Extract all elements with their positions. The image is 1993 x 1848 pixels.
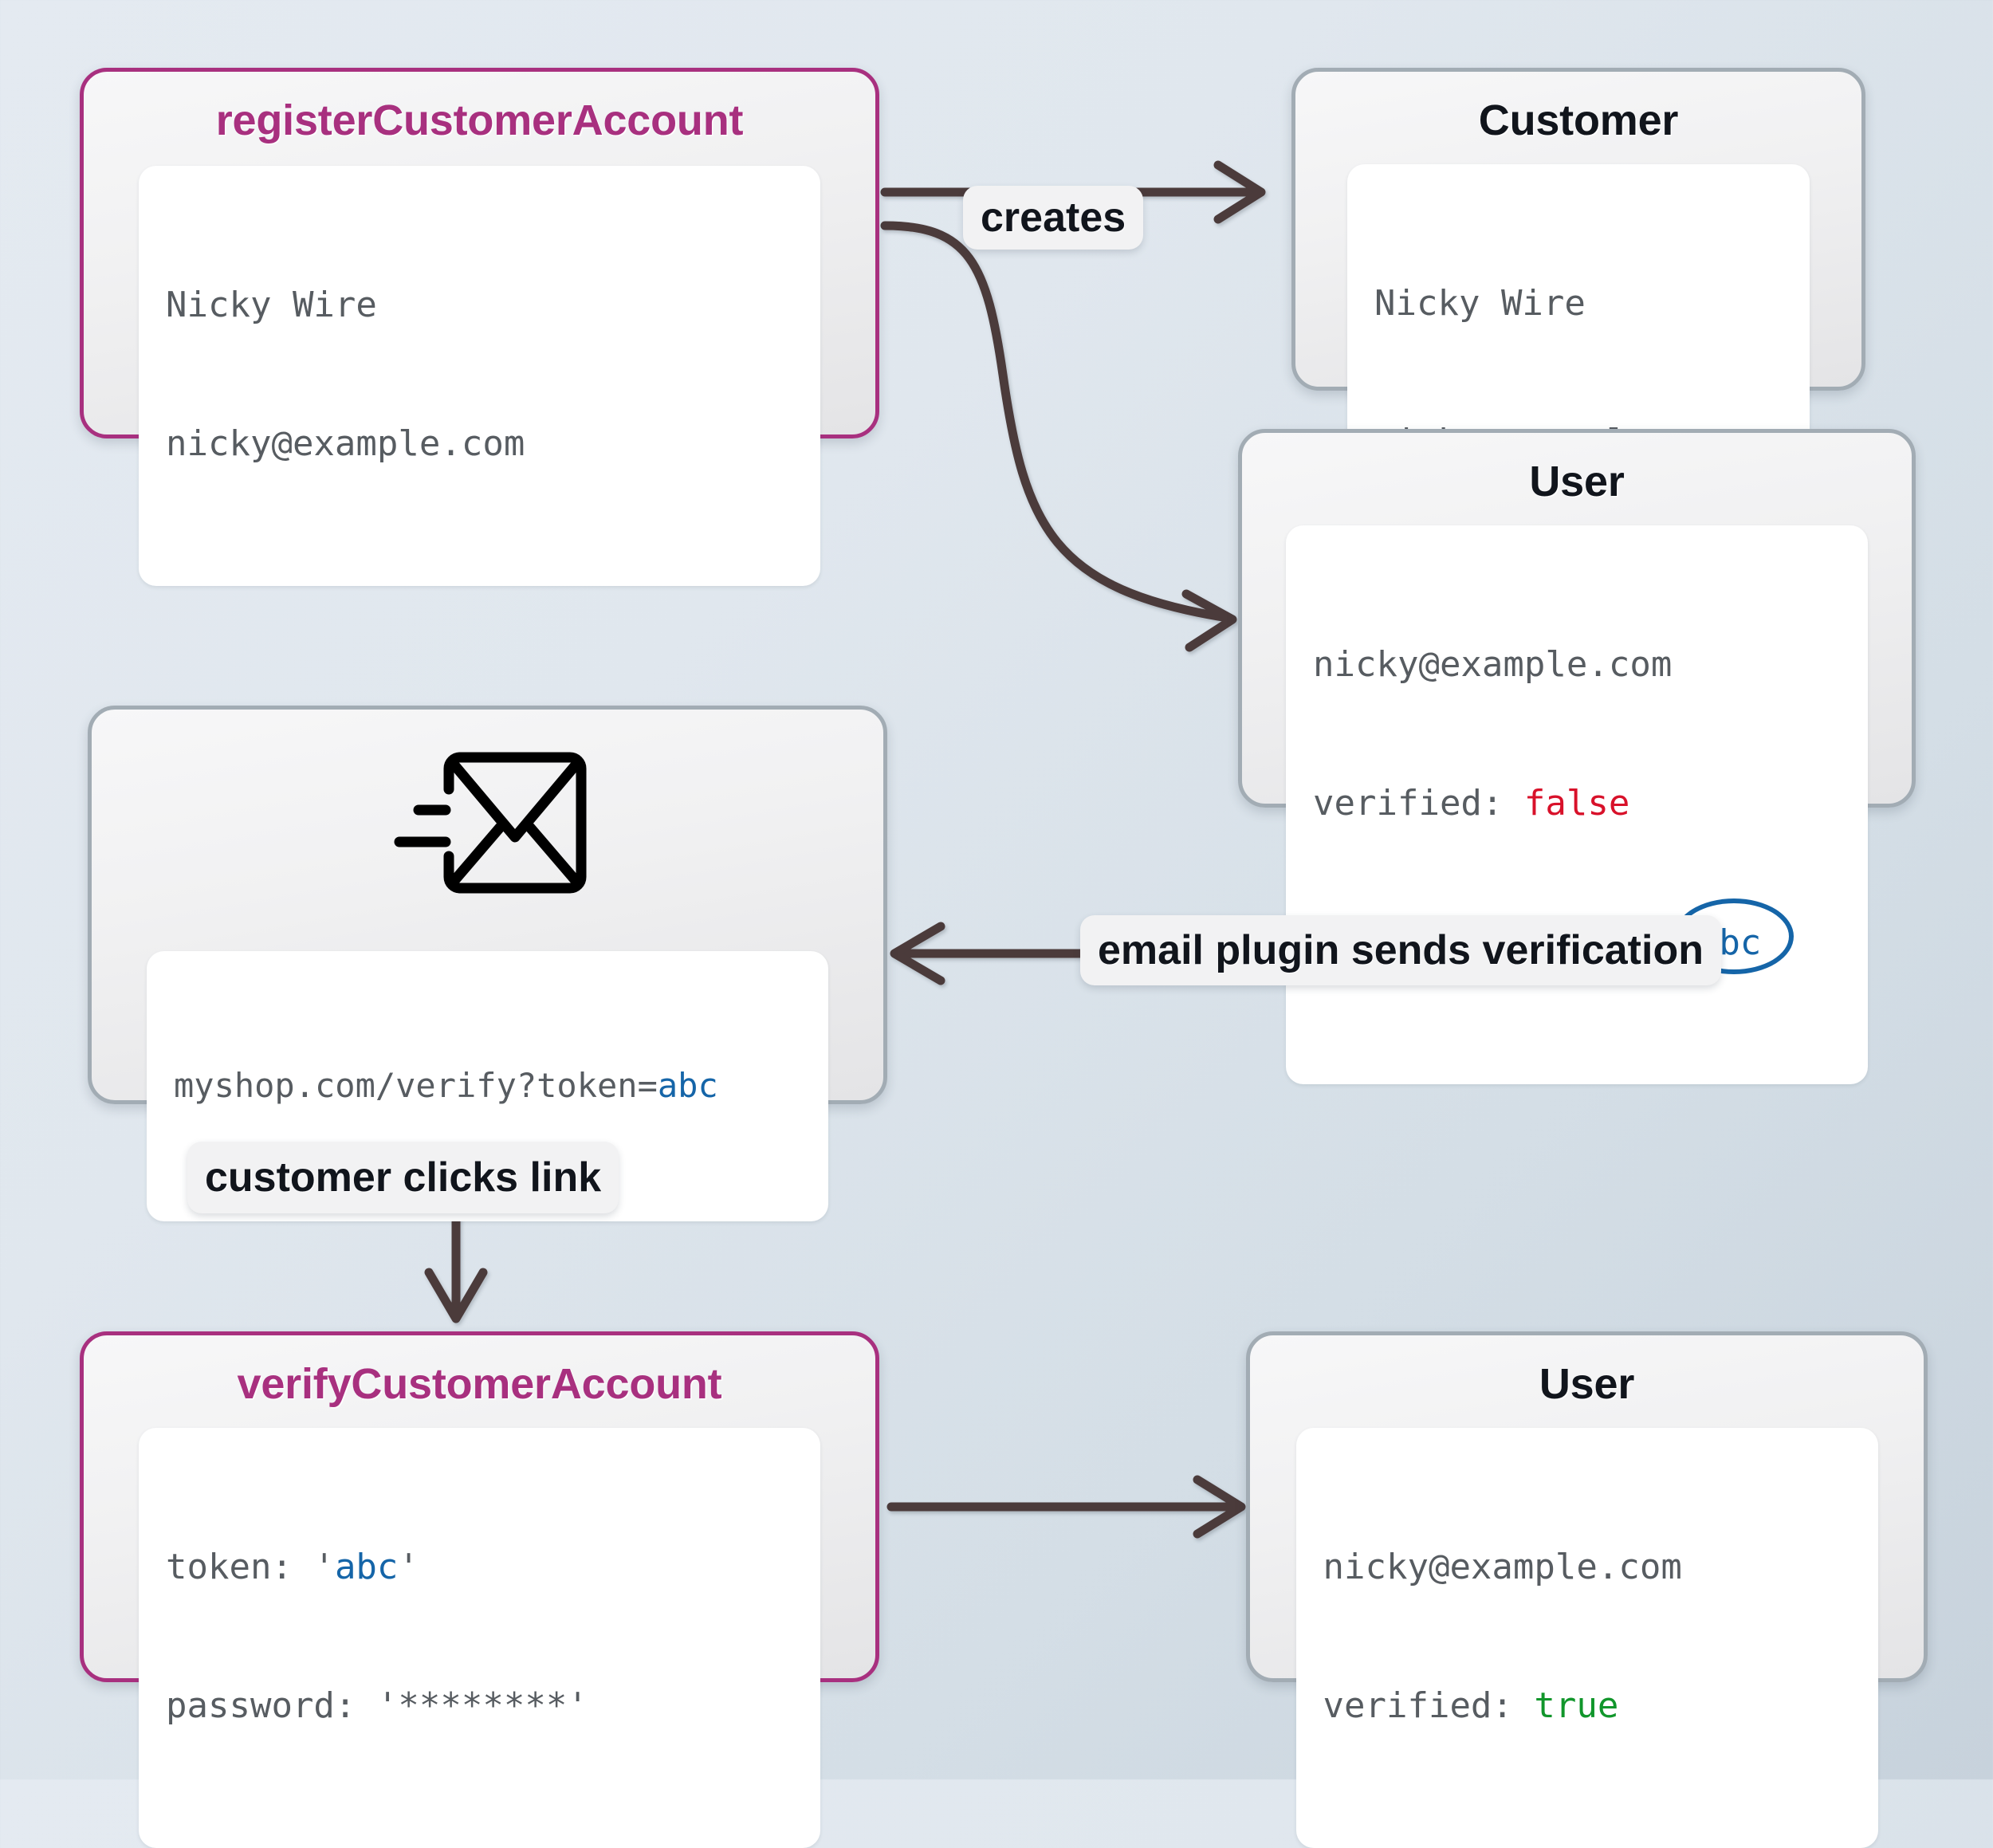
- node-register-customer-account[interactable]: registerCustomerAccount Nicky Wire nicky…: [80, 68, 879, 586]
- email-url-prefix: myshop.com/verify?token=: [174, 1065, 658, 1105]
- edge-label-customer-clicks-link: customer clicks link: [187, 1142, 619, 1213]
- node-title: User: [1539, 1360, 1635, 1408]
- user-line-email: nicky@example.com: [1313, 644, 1673, 686]
- customer-line-name: Nicky Wire: [1374, 283, 1586, 324]
- diagram-canvas: registerCustomerAccount Nicky Wire nicky…: [80, 68, 1928, 1848]
- quote-open: ': [313, 1547, 335, 1588]
- email-link-line: myshop.com/verify?token=abc: [174, 1064, 801, 1107]
- register-line-name: Nicky Wire: [166, 285, 377, 326]
- verify-token-key: token:: [166, 1547, 314, 1588]
- node-body: token: 'abc' password: '********': [139, 1428, 820, 1848]
- quote-close: ': [398, 1547, 419, 1588]
- node-title: registerCustomerAccount: [215, 96, 744, 144]
- node-user-verified[interactable]: User nicky@example.com verified: true: [1246, 1331, 1928, 1848]
- node-title: verifyCustomerAccount: [237, 1360, 722, 1408]
- user-verified-line-verified: verified: true: [1323, 1683, 1851, 1729]
- verified-key: verified:: [1313, 783, 1524, 824]
- email-url-token: abc: [657, 1065, 718, 1105]
- user-line-verified: verified: false: [1313, 780, 1841, 827]
- envelope-send-icon: [380, 743, 596, 906]
- node-body: nicky@example.com verified: true: [1295, 1428, 1878, 1848]
- edge-label-email-plugin: email plugin sends verification: [1080, 915, 1721, 985]
- node-title: User: [1529, 458, 1625, 505]
- node-verification-email[interactable]: myshop.com/verify?token=abc: [88, 706, 887, 1222]
- node-user-unverified[interactable]: User nicky@example.com verified: false v…: [1238, 429, 1916, 1084]
- verified-value-false: false: [1523, 783, 1630, 824]
- verify-token-value: abc: [334, 1547, 399, 1588]
- verified-value-true: true: [1534, 1685, 1619, 1727]
- node-customer[interactable]: Customer Nicky Wire nicky@example.com: [1291, 68, 1865, 584]
- node-verify-customer-account[interactable]: verifyCustomerAccount token: 'abc' passw…: [80, 1331, 879, 1848]
- edge-verify-to-userverified: [886, 1475, 1246, 1539]
- verified-key: verified:: [1323, 1685, 1535, 1727]
- edge-label-creates: creates: [963, 186, 1144, 250]
- node-title: Customer: [1478, 96, 1679, 144]
- verify-line-token: token: 'abc': [166, 1544, 793, 1590]
- user-verified-line-email: nicky@example.com: [1323, 1547, 1682, 1588]
- node-body: nicky@example.com verified: false verifi…: [1286, 525, 1868, 1084]
- edge-emailplugin-to-email: [890, 922, 1089, 985]
- edge-register-to-user: [880, 221, 1237, 652]
- node-body: Nicky Wire nicky@example.com: [139, 166, 820, 586]
- register-line-email: nicky@example.com: [166, 423, 525, 465]
- verify-line-password: password: '********': [166, 1685, 588, 1727]
